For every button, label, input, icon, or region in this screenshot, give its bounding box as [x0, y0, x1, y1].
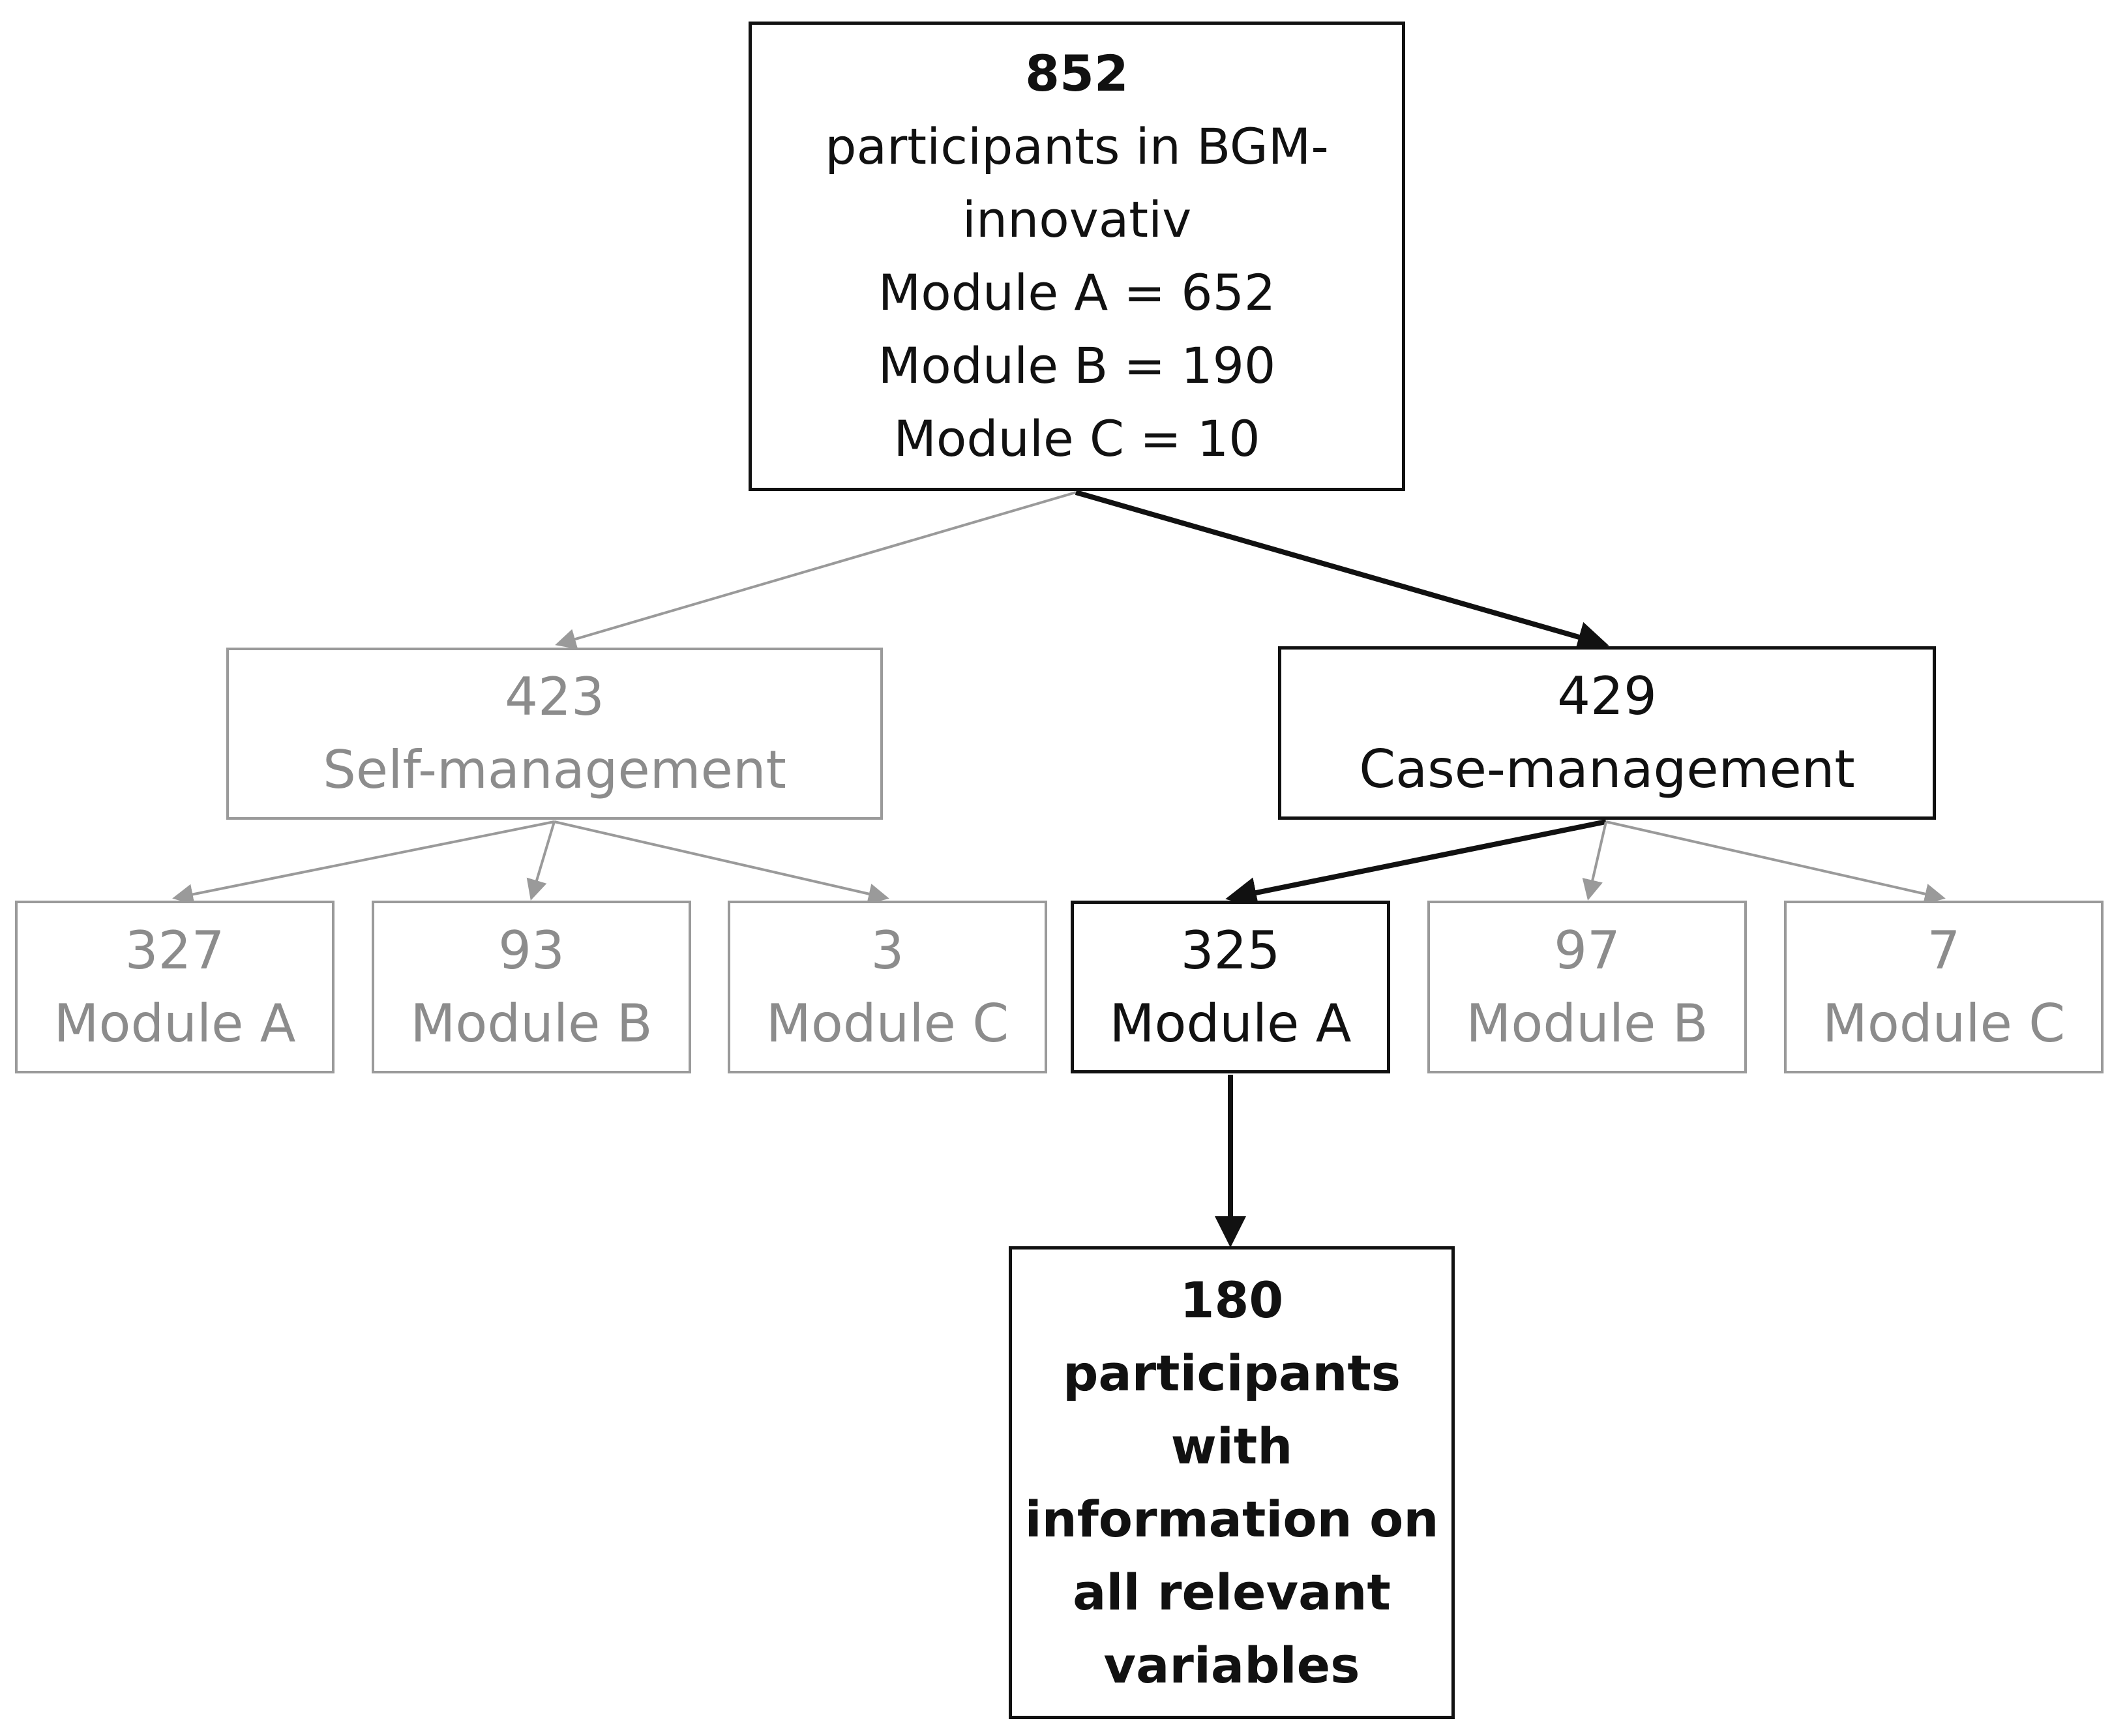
final-line: with	[1170, 1416, 1293, 1475]
module-label: Module C	[1822, 993, 2066, 1054]
arrow-self-to-module-b	[526, 821, 556, 901]
module-label: Module A	[1109, 993, 1352, 1054]
case-module-c-box: 7 Module C	[1784, 901, 2104, 1073]
self-label: Self-management	[323, 740, 786, 800]
self-module-b-box: 93 Module B	[372, 901, 691, 1073]
root-line: participants in BGM-	[825, 117, 1329, 175]
arrow-root-to-case	[1075, 490, 1609, 653]
self-module-c-box: 3 Module C	[728, 901, 1047, 1073]
root-count: 852	[1025, 44, 1129, 102]
case-module-a-box: 325 Module A	[1071, 901, 1390, 1073]
root-participants-box: 852 participants in BGM- innovativ Modul…	[749, 22, 1405, 491]
final-line: information on	[1024, 1489, 1439, 1548]
module-label: Module A	[53, 993, 296, 1054]
self-module-a-box: 327 Module A	[15, 901, 335, 1073]
final-line: all relevant	[1073, 1563, 1391, 1621]
self-count: 423	[505, 666, 604, 727]
module-label: Module B	[1466, 993, 1708, 1054]
root-line: Module B = 190	[878, 337, 1276, 395]
arrow-self-to-module-c	[554, 820, 889, 905]
root-line: Module C = 10	[893, 410, 1260, 468]
module-count: 7	[1927, 920, 1961, 981]
final-sample-box: 180 participants with information on all…	[1009, 1246, 1455, 1719]
root-line: Module A = 652	[878, 263, 1276, 322]
case-module-b-box: 97 Module B	[1427, 901, 1747, 1073]
final-line: variables	[1103, 1636, 1360, 1694]
module-label: Module B	[410, 993, 653, 1054]
arrow-self-to-module-a	[172, 820, 555, 905]
arrow-case-to-module-c	[1605, 820, 1946, 905]
case-count: 429	[1557, 666, 1657, 726]
module-count: 325	[1180, 920, 1281, 981]
final-line: participants	[1062, 1343, 1401, 1402]
root-line: innovativ	[962, 190, 1192, 248]
final-count: 180	[1180, 1270, 1284, 1329]
arrow-case-to-module-a	[1225, 819, 1607, 908]
arrow-root-to-self	[555, 491, 1077, 650]
module-count: 97	[1554, 920, 1620, 981]
case-label: Case-management	[1359, 739, 1855, 800]
case-management-box: 429 Case-management	[1278, 646, 1936, 820]
self-management-box: 423 Self-management	[226, 648, 883, 820]
module-count: 93	[498, 920, 565, 981]
module-count: 3	[870, 920, 904, 981]
module-label: Module C	[766, 993, 1009, 1054]
arrow-case-to-module-b	[1582, 821, 1607, 901]
module-count: 327	[125, 920, 225, 981]
